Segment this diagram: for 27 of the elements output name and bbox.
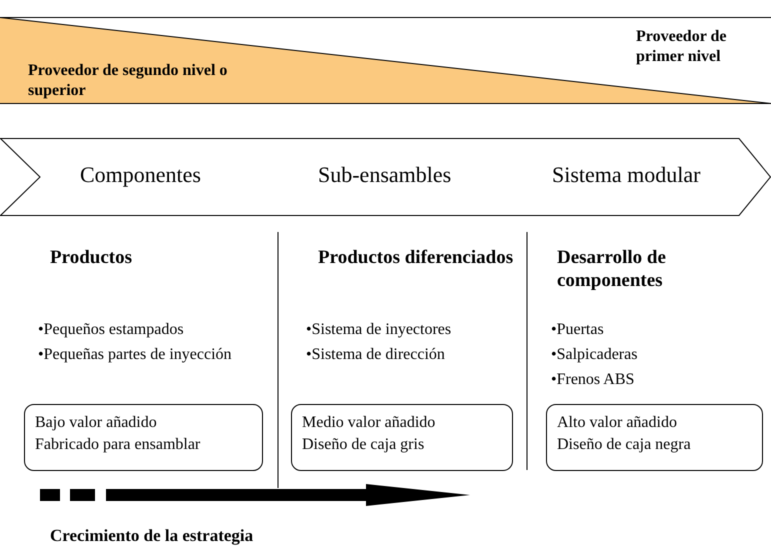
value-text: Diseño de caja negra [557, 435, 691, 455]
stage-label: Sub-ensambles [318, 162, 452, 189]
supplier-level-band [0, 17, 771, 104]
bullet-item: •Pequeños estampados [38, 320, 185, 340]
stage-label: Componentes [80, 162, 202, 189]
bullet-item: •Sistema de inyectores [306, 320, 452, 340]
value-text: Fabricado para ensamblar [35, 435, 200, 455]
value-text: Bajo valor añadido [35, 413, 157, 433]
column-heading: Productos diferenciados [318, 246, 514, 270]
bullet-item: •Pequeñas partes de inyección [38, 345, 233, 365]
column-heading: Productos [50, 246, 133, 270]
bullet-item: •Salpicaderas [551, 345, 638, 365]
value-text: Medio valor añadido [302, 413, 436, 433]
value-added-box [291, 404, 513, 471]
value-added-box [24, 404, 263, 471]
arrow-caption: Crecimiento de la estrategia [50, 526, 254, 547]
value-added-box [546, 404, 763, 471]
stage-label: Sistema modular [552, 162, 702, 189]
tier-label: Proveedor de segundo nivel o superior [28, 61, 228, 100]
column-heading: Desarrollo de componentes [557, 246, 667, 292]
tier-label: Proveedor de primer nivel [636, 27, 728, 66]
value-text: Alto valor añadido [557, 413, 677, 433]
bullet-item: •Frenos ABS [551, 370, 636, 390]
bullet-item: •Puertas [551, 320, 605, 340]
value-chain-chevron [0, 138, 771, 216]
bullet-item: •Sistema de dirección [306, 345, 446, 365]
value-text: Diseño de caja gris [302, 435, 424, 455]
